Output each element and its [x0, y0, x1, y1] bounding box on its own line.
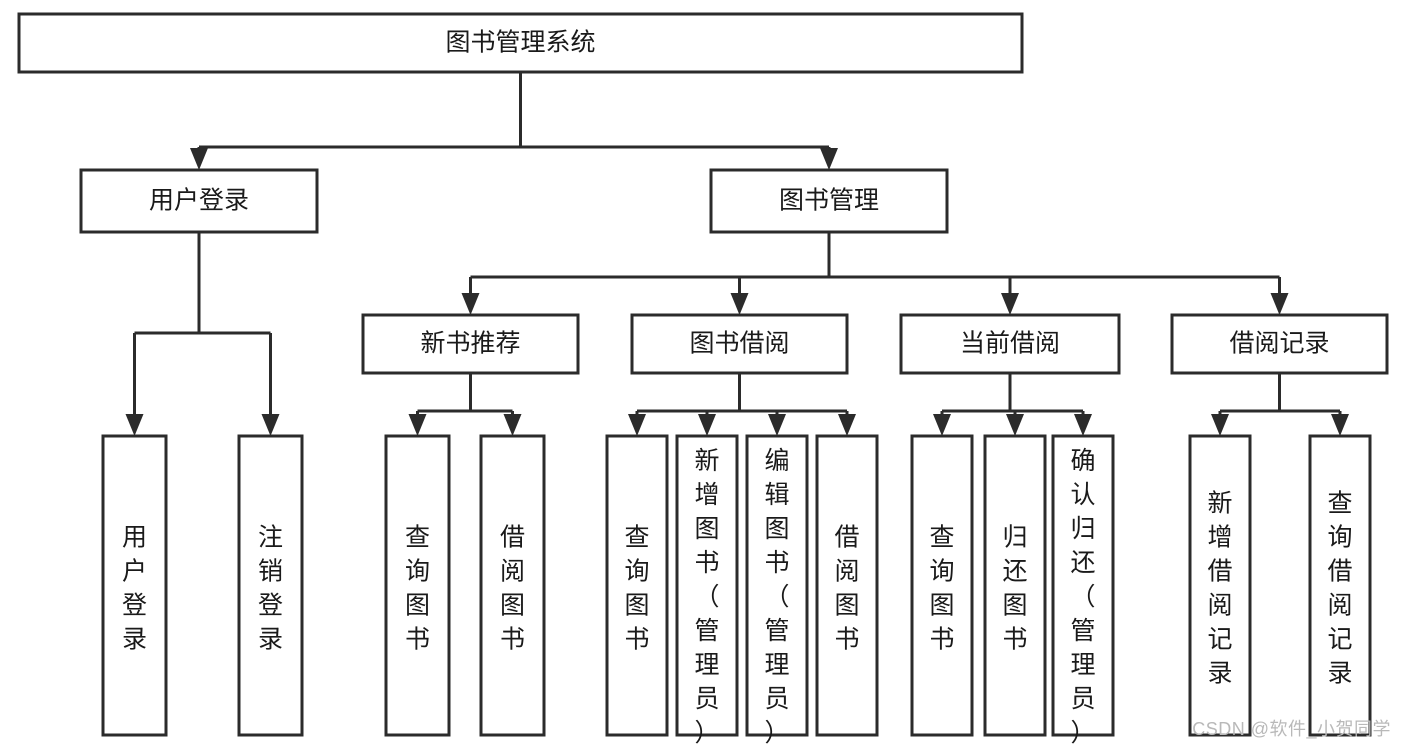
- leaf-node[interactable]: [237, 434, 304, 737]
- leaf-node[interactable]: [910, 434, 974, 737]
- node-layer: 图书管理系统用户登录图书管理新书推荐图书借阅当前借阅借阅记录用户登录注销登录查询…: [17, 12, 1389, 747]
- leaf-node-label: 编辑图书（管理员）: [764, 447, 789, 747]
- node-root-label: 图书管理系统: [445, 29, 595, 57]
- leaf-node-label: 确认归还（管理员）: [1070, 447, 1095, 747]
- leaf-node-label: 查询图书: [405, 523, 430, 653]
- node-new-book-recommend-label: 新书推荐: [420, 330, 520, 358]
- leaf-node-label: 用户登录: [122, 523, 147, 653]
- leaf-node[interactable]: [384, 434, 451, 737]
- leaf-node[interactable]: [479, 434, 546, 737]
- leaf-node-label: 归还图书: [1002, 523, 1027, 653]
- leaf-node[interactable]: [1308, 434, 1372, 737]
- node-current-borrow[interactable]: [899, 313, 1121, 375]
- leaf-node-label: 借阅图书: [500, 523, 525, 653]
- leaf-node[interactable]: [745, 434, 809, 737]
- node-book-manage[interactable]: [709, 168, 949, 234]
- node-new-book-recommend[interactable]: [361, 313, 580, 375]
- node-book-borrow[interactable]: [630, 313, 849, 375]
- leaf-node-label: 新增借阅记录: [1207, 489, 1232, 687]
- leaf-node-label: 注销登录: [258, 523, 283, 653]
- node-root[interactable]: [17, 12, 1024, 74]
- node-book-borrow-label: 图书借阅: [689, 330, 789, 358]
- leaf-node[interactable]: [605, 434, 669, 737]
- leaf-node-label: 查询借阅记录: [1327, 489, 1352, 687]
- leaf-node-label: 查询图书: [929, 523, 954, 653]
- leaf-node[interactable]: [675, 434, 739, 737]
- node-book-manage-label: 图书管理: [779, 187, 879, 215]
- leaf-node[interactable]: [983, 434, 1047, 737]
- leaf-node[interactable]: [815, 434, 879, 737]
- connector-layer: [125, 72, 1349, 436]
- node-user-login-label: 用户登录: [149, 187, 249, 215]
- leaf-node-label: 新增图书（管理员）: [694, 447, 719, 747]
- leaf-node[interactable]: [1188, 434, 1252, 737]
- node-borrow-record[interactable]: [1170, 313, 1389, 375]
- node-borrow-record-label: 借阅记录: [1229, 330, 1329, 358]
- leaf-node[interactable]: [1051, 434, 1115, 737]
- node-current-borrow-label: 当前借阅: [960, 330, 1060, 358]
- node-user-login[interactable]: [79, 168, 319, 234]
- leaf-node[interactable]: [101, 434, 168, 737]
- leaf-node-label: 查询图书: [624, 523, 649, 653]
- leaf-node-label: 借阅图书: [834, 523, 859, 653]
